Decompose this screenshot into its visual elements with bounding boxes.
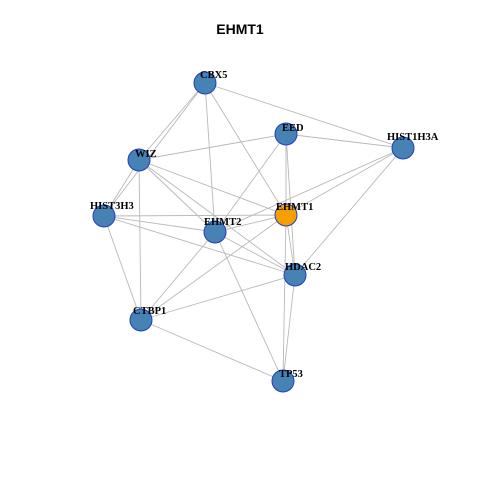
edge-wiz-ctbp1	[138, 159, 142, 321]
edge-hist3h3-ehmt1	[103, 214, 287, 217]
node-hist1h3a[interactable]: HIST1H3A	[387, 132, 439, 160]
edge-ehmt2-ctbp1	[140, 231, 216, 321]
node-circle-ehmt1[interactable]	[274, 203, 298, 227]
node-ehmt2[interactable]: EHMT2	[203, 217, 241, 244]
node-circle-hist3h3[interactable]	[92, 204, 116, 228]
edge-eed-wiz	[138, 133, 287, 161]
node-ehmt1[interactable]: EHMT1	[274, 202, 313, 227]
edges-layer	[103, 82, 404, 382]
edge-hdac2-ctbp1	[140, 274, 296, 321]
edge-cbx5-ehmt1	[204, 82, 287, 216]
edge-hist1h3a-ehmt1	[285, 147, 404, 216]
edge-ehmt2-tp53	[214, 231, 284, 382]
edge-hist1h3a-hdac2	[294, 147, 404, 276]
network-title: EHMT1	[216, 21, 264, 37]
edge-hist1h3a-ehmt2	[214, 147, 404, 233]
node-hist3h3[interactable]: HIST3H3	[90, 201, 134, 228]
node-label-tp53: TP53	[279, 369, 303, 380]
node-label-hist1h3a: HIST1H3A	[387, 132, 439, 143]
node-circle-hist1h3a[interactable]	[391, 136, 415, 160]
edge-wiz-ehmt1	[138, 159, 287, 216]
edge-hist3h3-hdac2	[103, 215, 296, 276]
node-ctbp1[interactable]: CTBP1	[129, 306, 166, 332]
edge-hdac2-tp53	[282, 274, 296, 382]
edge-cbx5-hist1h3a	[204, 82, 404, 149]
node-label-cbx5: CBX5	[200, 70, 227, 81]
edge-cbx5-hist3h3	[103, 82, 206, 217]
node-label-hdac2: HDAC2	[285, 262, 321, 273]
node-tp53[interactable]: TP53	[271, 369, 303, 393]
edge-ehmt1-tp53	[282, 214, 287, 382]
edge-hist3h3-ctbp1	[103, 215, 142, 321]
node-hdac2[interactable]: HDAC2	[283, 262, 321, 287]
node-label-eed: EED	[282, 123, 304, 134]
node-circle-ehmt2[interactable]	[203, 220, 227, 244]
edge-cbx5-ehmt2	[204, 82, 216, 233]
edge-eed-hist1h3a	[285, 133, 404, 149]
node-label-ehmt2: EHMT2	[204, 217, 241, 228]
node-eed[interactable]: EED	[274, 122, 304, 146]
edge-wiz-hdac2	[138, 159, 296, 276]
edge-ehmt2-hdac2	[214, 231, 296, 276]
node-label-hist3h3: HIST3H3	[90, 201, 134, 212]
edge-ehmt2-ehmt1	[214, 214, 287, 233]
node-wiz[interactable]: WIZ	[127, 148, 157, 172]
edge-ctbp1-tp53	[140, 319, 284, 382]
node-label-ehmt1: EHMT1	[276, 202, 313, 213]
edge-hist3h3-ehmt2	[103, 215, 216, 233]
node-circle-hdac2[interactable]	[283, 263, 307, 287]
node-circle-tp53[interactable]	[271, 369, 295, 393]
node-circle-ctbp1[interactable]	[129, 308, 153, 332]
node-circle-eed[interactable]	[274, 122, 298, 146]
node-circle-wiz[interactable]	[127, 148, 151, 172]
edge-cbx5-wiz	[138, 82, 206, 161]
node-circle-cbx5[interactable]	[193, 71, 217, 95]
edge-wiz-ehmt2	[138, 159, 216, 233]
node-label-wiz: WIZ	[135, 149, 157, 160]
edge-ehmt1-ctbp1	[140, 214, 287, 321]
node-cbx5[interactable]: CBX5	[193, 70, 227, 95]
node-label-ctbp1: CTBP1	[133, 306, 166, 317]
